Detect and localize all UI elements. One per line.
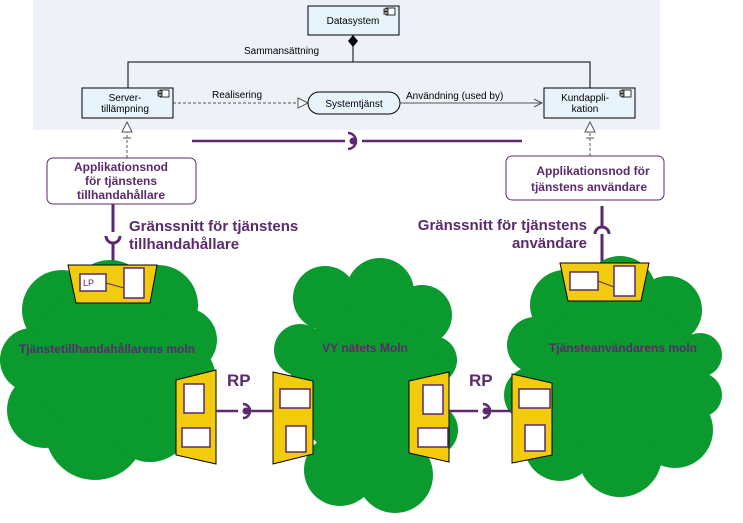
provider-node-line-1: Applikationsnod [74,160,168,174]
provider-cloud-label: Tjänstetillhandahållarens moln [19,342,195,356]
client-app-label-1: Kundappli- [561,93,609,104]
svg-text:LP: LP [83,278,94,288]
consumer-interface-label-1: Gränssnitt för tjänstens [418,217,587,234]
top-interface-socket [349,137,357,145]
consumer-node-box: Applikationsnod för tjänstens användare [505,155,665,201]
server-app-label-2: tillämpning [101,104,149,115]
provider-rp-gateway [175,369,217,465]
provider-interface-label-1: Gränssnitt för tjänstens [129,218,298,235]
component-icon [157,89,170,98]
consumer-interface-label-2: användare [512,235,587,252]
realization-label: Realisering [212,90,262,101]
usage-label: Användning (used by) [406,91,503,102]
client-app-label-2: kation [572,104,599,115]
vy-right-gateway [408,371,450,463]
component-icon [619,89,632,98]
provider-node-line-2: för tjänstens [85,174,157,188]
rp-label-right: RP [469,371,493,390]
consumer-cloud-label: Tjänsteanvändarens moln [549,341,697,355]
server-app-label-1: Server- [109,93,142,104]
provider-node-line-3: tillhandahållare [77,188,165,202]
usage-edge [400,98,544,108]
composition-label: Sammansättning [244,46,319,57]
provider-interface-label-2: tillhandahållare [129,236,239,253]
component-icon [383,7,396,16]
consumer-interface-socket [593,206,611,264]
realization-edge [173,97,310,109]
rp-connector-right [449,402,512,420]
consumer-trace-arrow [584,120,596,156]
datasystem-label: Datasystem [327,16,380,27]
server-app-box: Server- tillämpning [81,87,174,119]
vy-left-gateway [272,371,314,465]
consumer-rp-gateway [511,373,553,464]
rp-connector-left [216,402,273,420]
system-service-label: Systemtjänst [325,99,382,110]
rp-socket-right [482,407,490,415]
provider-top-gateway: LP [67,264,158,304]
provider-node-box: Applikationsnod för tjänstens tillhandah… [46,157,197,205]
rp-socket-left [242,407,250,415]
consumer-node-line-1: Applikationsnod för [536,164,650,178]
vy-cloud-label: VY nätets Moln [322,341,408,355]
provider-trace-arrow [121,120,133,158]
composition-diamond [348,35,358,47]
consumer-node-line-2: tjänstens användare [531,180,647,194]
provider-interface-socket [104,204,122,266]
rp-label-left: RP [227,371,251,390]
system-service: Systemtjänst [307,91,401,115]
consumer-top-gateway [559,262,650,302]
top-interface-connector [192,131,522,151]
client-app-box: Kundappli- kation [543,87,636,119]
datasystem-box: Datasystem [307,5,400,36]
